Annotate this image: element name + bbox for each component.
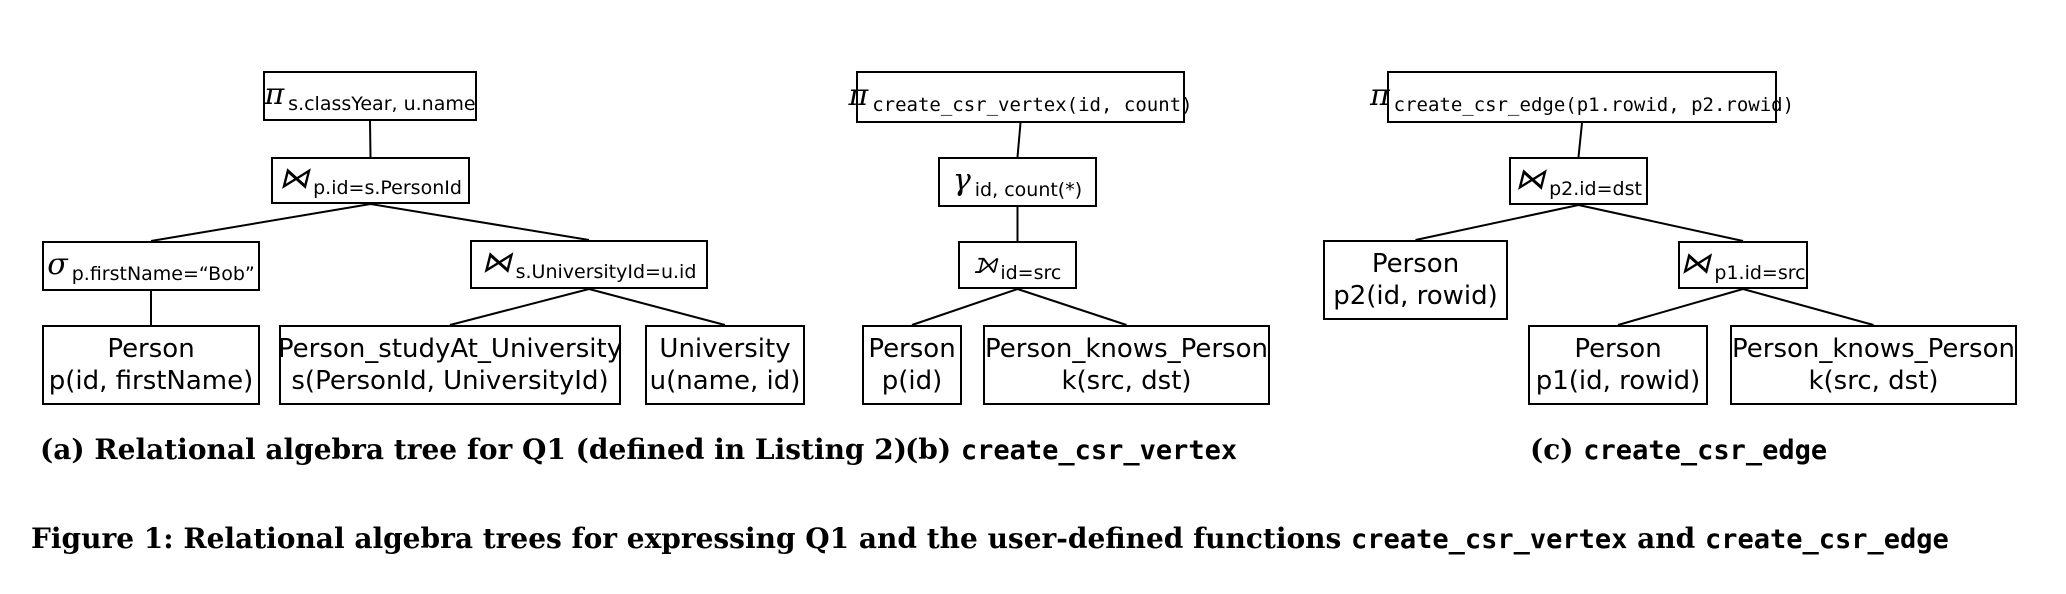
a-project-subscript: s.classYear, u.name (288, 92, 476, 115)
edge-c-join-top-node-to-c-join-right-node (1578, 204, 1744, 242)
a-join-right-symbol: ⋈ (481, 245, 512, 280)
b-caption: (b) create_csr_vertex (905, 433, 1237, 466)
edge-c-project-node-to-c-join-top-node (1577, 122, 1583, 158)
a-study-table: Person_studyAt_University s(PersonId, Un… (277, 325, 623, 405)
b-person-name: Person (868, 334, 956, 364)
edge-b-join-node-to-b-person-table (911, 288, 1018, 326)
a-university-table: University u(name, id) (645, 325, 805, 405)
c-join-right-subscript: p1.id=src (1714, 261, 1806, 284)
c-person1-table: Person p1(id, rowid) (1528, 325, 1708, 405)
b-project-subscript: create_csr_vertex(id, count) (872, 93, 1193, 116)
edge-a-join-top-node-to-a-join-right-node (370, 203, 590, 241)
c-person2-table: Person p2(id, rowid) (1323, 240, 1508, 320)
c-join-right-node: ⋈p1.id=src (1678, 241, 1808, 289)
c-knows-table: Person_knows_Person k(src, dst) (1730, 325, 2017, 405)
b-person-table: Person p(id) (862, 325, 962, 405)
b-join-node: ⟕id=src (958, 241, 1077, 289)
a-university-name: University (659, 334, 791, 364)
b-project-symbol: π (848, 77, 869, 113)
a-join-top-node: ⋈p.id=s.PersonId (271, 157, 470, 204)
edge-a-join-right-node-to-a-university-table (588, 288, 726, 326)
figure-caption-text: Figure 1: Relational algebra trees for e… (31, 522, 1352, 555)
b-join-subscript: id=src (1000, 261, 1062, 284)
edge-a-project-node-to-a-join-top-node (369, 120, 372, 158)
figure-caption-code1: create_csr_vertex (1351, 524, 1628, 555)
c-caption-prefix: (c) (1530, 433, 1584, 466)
c-join-right-symbol: ⋈ (1680, 245, 1711, 281)
edge-c-join-right-node-to-c-person1-table (1617, 288, 1744, 326)
a-join-top-symbol: ⋈ (279, 161, 310, 196)
b-caption-code: create_csr_vertex (960, 435, 1238, 466)
c-join-top-node: ⋈p2.id=dst (1509, 157, 1648, 205)
b-join-symbol: ⟕ (973, 245, 997, 281)
b-knows-table: Person_knows_Person k(src, dst) (983, 325, 1270, 405)
a-caption: (a) Relational algebra tree for Q1 (defi… (40, 433, 907, 466)
a-select-subscript: p.firstName=“Bob” (71, 262, 255, 285)
c-project-subscript: create_csr_edge(p1.rowid, p2.rowid) (1393, 93, 1795, 116)
b-group-subscript: id, count(*) (974, 178, 1083, 201)
edge-c-join-top-node-to-c-person2-table (1415, 204, 1579, 241)
b-group-symbol: γ (952, 162, 971, 198)
c-caption-code: create_csr_edge (1583, 435, 1828, 466)
a-project-symbol: π (264, 76, 285, 112)
edge-a-join-top-node-to-a-select-node (150, 203, 371, 242)
edge-a-join-right-node-to-a-study-table (449, 288, 590, 326)
b-knows-attrs: k(src, dst) (1061, 366, 1192, 396)
figure-caption-and: and (1627, 522, 1705, 555)
c-person1-name: Person (1574, 334, 1662, 364)
edge-b-project-node-to-b-group-node (1016, 122, 1022, 158)
b-knows-name: Person_knows_Person (985, 334, 1268, 364)
a-person-attrs: p(id, firstName) (48, 366, 254, 396)
figure-caption-code2: create_csr_edge (1704, 524, 1949, 555)
a-person-name: Person (107, 334, 195, 364)
c-person2-attrs: p2(id, rowid) (1333, 281, 1498, 311)
a-join-right-subscript: s.UniversityId=u.id (515, 261, 697, 283)
edge-b-join-node-to-b-knows-table (1017, 288, 1127, 326)
c-knows-attrs: k(src, dst) (1808, 366, 1939, 396)
c-project-symbol: π (1369, 77, 1390, 113)
b-caption-prefix: (b) (905, 433, 961, 466)
c-knows-name: Person_knows_Person (1732, 334, 2015, 364)
a-join-top-subscript: p.id=s.PersonId (313, 177, 462, 199)
c-join-top-subscript: p2.id=dst (1549, 177, 1642, 200)
c-person2-name: Person (1371, 249, 1460, 279)
a-person-table: Person p(id, firstName) (42, 325, 260, 405)
a-join-right-node: ⋈s.UniversityId=u.id (470, 240, 708, 289)
a-select-symbol: σ (47, 246, 68, 282)
a-university-attrs: u(name, id) (649, 366, 801, 396)
edge-c-join-right-node-to-c-knows-table (1742, 288, 1874, 326)
b-person-attrs: p(id) (881, 366, 943, 396)
c-join-top-symbol: ⋈ (1515, 161, 1546, 197)
c-person1-attrs: p1(id, rowid) (1535, 366, 1701, 396)
a-study-attrs: s(PersonId, UniversityId) (291, 366, 609, 396)
a-study-name: Person_studyAt_University (277, 334, 623, 364)
c-caption: (c) create_csr_edge (1530, 433, 1827, 466)
figure-caption: Figure 1: Relational algebra trees for e… (31, 522, 1949, 555)
